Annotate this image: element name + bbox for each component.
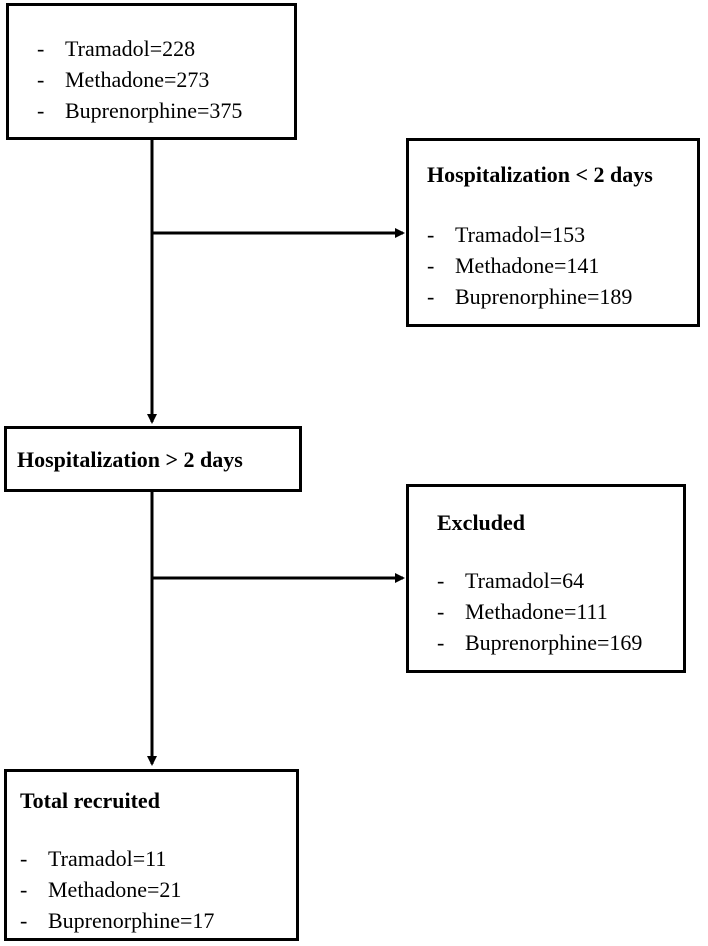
initial-counts-list: -Tramadol=228 -Methadone=273 -Buprenorph… [37, 33, 242, 126]
initial-counts-box: -Tramadol=228 -Methadone=273 -Buprenorph… [6, 3, 297, 140]
total-recruited-list: -Tramadol=11 -Methadone=21 -Buprenorphin… [20, 843, 214, 936]
excluded-list: -Tramadol=64 -Methadone=111 -Buprenorphi… [437, 565, 642, 658]
hospitalization-lt2-title: Hospitalization < 2 days [427, 162, 653, 187]
list-item: -Methadone=273 [37, 67, 210, 92]
list-item: -Tramadol=228 [37, 36, 196, 61]
list-item: -Tramadol=153 [427, 222, 586, 247]
excluded-title: Excluded [437, 510, 526, 535]
list-item: -Buprenorphine=17 [20, 908, 215, 933]
list-item: -Buprenorphine=375 [37, 98, 243, 123]
list-item: -Methadone=111 [437, 599, 608, 624]
list-item: -Buprenorphine=189 [427, 284, 633, 309]
list-item: -Methadone=141 [427, 253, 600, 278]
list-item: -Buprenorphine=169 [437, 630, 643, 655]
list-item: -Tramadol=64 [437, 568, 585, 593]
list-item: -Methadone=21 [20, 877, 182, 902]
list-item: -Tramadol=11 [20, 846, 167, 871]
hospitalization-gt2-box: Hospitalization > 2 days [4, 426, 302, 492]
hospitalization-lt2-list: -Tramadol=153 -Methadone=141 -Buprenorph… [427, 219, 632, 312]
hospitalization-gt2-title: Hospitalization > 2 days [17, 447, 243, 472]
excluded-box: Excluded -Tramadol=64 -Methadone=111 -Bu… [406, 484, 686, 673]
hospitalization-lt2-box: Hospitalization < 2 days -Tramadol=153 -… [406, 138, 700, 327]
total-recruited-box: Total recruited -Tramadol=11 -Methadone=… [4, 769, 299, 941]
total-recruited-title: Total recruited [20, 788, 160, 813]
